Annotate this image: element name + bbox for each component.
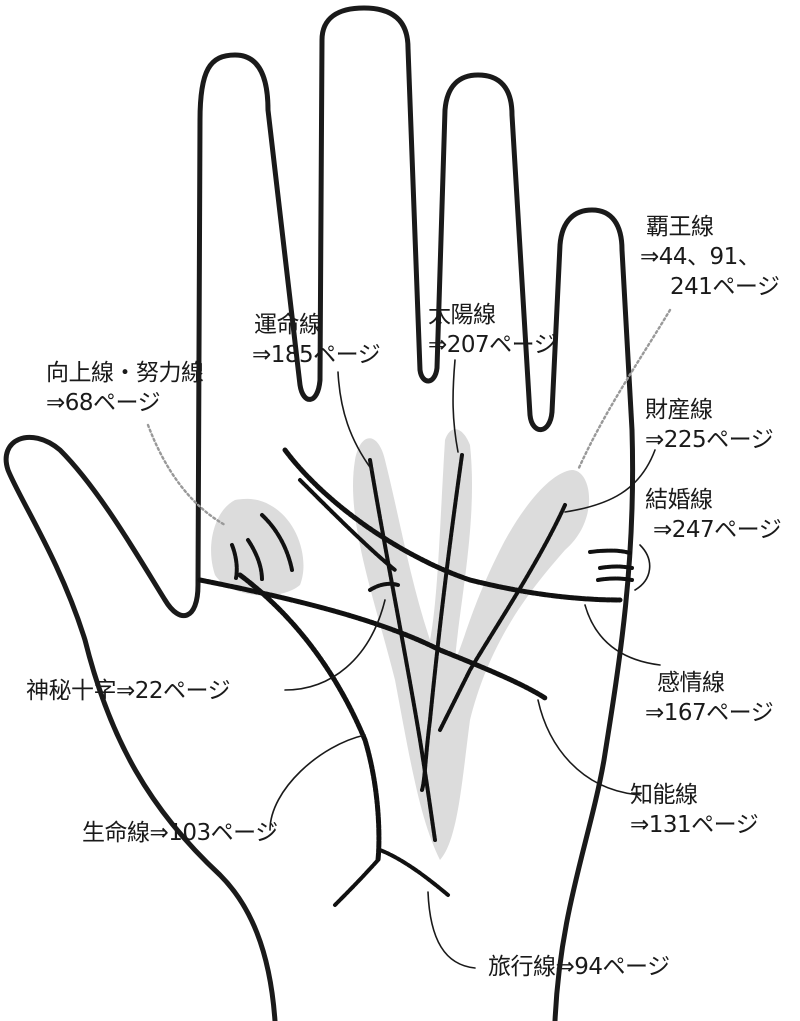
highlight-effort-area bbox=[211, 498, 304, 596]
label-wealth-page: ⇒225ページ bbox=[645, 427, 774, 453]
label-haou-name: 覇王線 bbox=[646, 214, 714, 240]
marriage-line-3 bbox=[596, 576, 634, 582]
label-effort-page: ⇒68ページ bbox=[46, 390, 161, 416]
label-heart-line: 感情線 ⇒167ページ bbox=[645, 668, 774, 728]
label-fate-page: ⇒185ページ bbox=[252, 342, 381, 368]
leader-sun bbox=[452, 359, 459, 453]
label-haou-line: 覇王線 ⇒44、91、 241ページ bbox=[640, 212, 780, 302]
mystic-cross-line bbox=[368, 581, 400, 592]
label-mystic-text: 神秘十字⇒22ページ bbox=[26, 678, 231, 704]
label-head-line: 知能線 ⇒131ページ bbox=[630, 780, 759, 840]
label-sun-page: ⇒207ページ bbox=[428, 332, 557, 358]
life-line bbox=[237, 572, 382, 863]
label-sun-line: 太陽線 ⇒207ページ bbox=[428, 300, 557, 360]
leader-life bbox=[269, 734, 366, 831]
leader-wealth bbox=[564, 449, 656, 513]
label-life-line: 生命線⇒103ページ bbox=[82, 818, 278, 848]
leader-heart bbox=[584, 604, 661, 666]
highlight-fate-area bbox=[353, 429, 590, 860]
label-mystic-cross: 神秘十字⇒22ページ bbox=[26, 676, 231, 706]
fate-line bbox=[368, 458, 437, 842]
label-head-name: 知能線 bbox=[630, 782, 698, 808]
label-haou-page1: ⇒44、91、 bbox=[640, 244, 761, 270]
marriage-line-1 bbox=[588, 548, 632, 555]
label-effort-line: 向上線・努力線 ⇒68ページ bbox=[46, 358, 204, 418]
effort-line-1 bbox=[230, 543, 239, 580]
label-haou-page2: 241ページ bbox=[670, 274, 780, 300]
life-line-branch bbox=[333, 858, 380, 907]
label-sun-name: 太陽線 bbox=[428, 302, 496, 328]
label-effort-name: 向上線・努力線 bbox=[46, 360, 204, 386]
label-marriage-name: 結婚線 bbox=[645, 487, 713, 513]
label-heart-name: 感情線 bbox=[657, 670, 725, 696]
effort-line-2 bbox=[246, 538, 264, 582]
head-line bbox=[197, 577, 548, 701]
leader-travel bbox=[427, 891, 476, 969]
leader-mystic bbox=[284, 599, 386, 691]
cross-line-upper bbox=[298, 478, 397, 572]
leader-haou-dotted bbox=[576, 308, 672, 472]
leader-marriage bbox=[634, 544, 651, 591]
label-wealth-line: 財産線 ⇒225ページ bbox=[645, 395, 774, 455]
leader-head bbox=[537, 699, 641, 796]
label-travel-line: 旅行線⇒94ページ bbox=[488, 952, 670, 982]
haou-line bbox=[438, 503, 567, 732]
travel-line bbox=[378, 848, 450, 897]
label-marriage-page: ⇒247ページ bbox=[653, 517, 782, 543]
label-heart-page: ⇒167ページ bbox=[645, 700, 774, 726]
leader-fate bbox=[337, 371, 373, 471]
leader-effort-dotted bbox=[146, 423, 227, 527]
effort-line-3 bbox=[260, 513, 294, 572]
label-fate-line: 運命線 ⇒185ページ bbox=[252, 310, 381, 370]
label-travel-text: 旅行線⇒94ページ bbox=[488, 954, 670, 980]
label-marriage-line: 結婚線 ⇒247ページ bbox=[645, 485, 782, 545]
label-fate-name: 運命線 bbox=[254, 312, 322, 338]
marriage-line-2 bbox=[598, 564, 634, 570]
label-life-text: 生命線⇒103ページ bbox=[82, 820, 278, 846]
heart-line bbox=[282, 447, 623, 603]
label-wealth-name: 財産線 bbox=[645, 397, 713, 423]
label-head-page: ⇒131ページ bbox=[630, 812, 759, 838]
sun-line bbox=[420, 453, 464, 792]
hand-outline bbox=[3, 5, 636, 1021]
